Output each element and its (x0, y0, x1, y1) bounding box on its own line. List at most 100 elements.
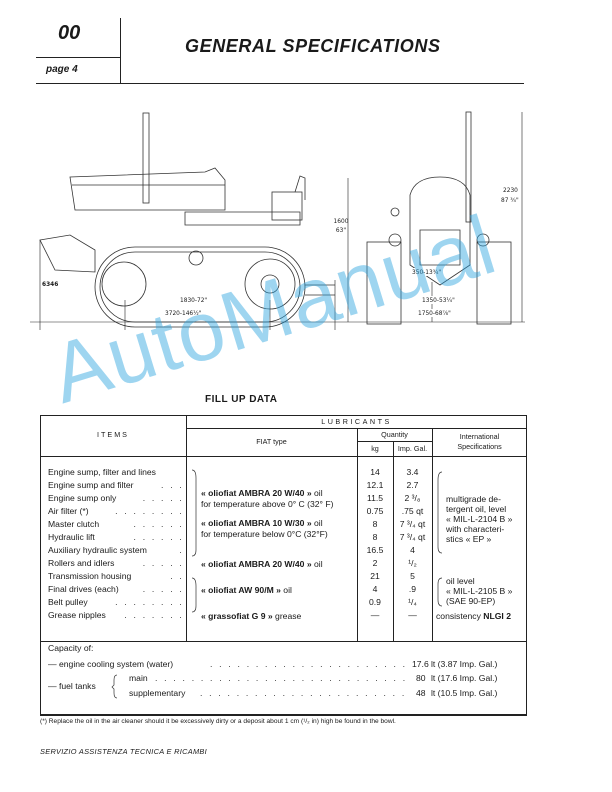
intl-spec-line: oil level (446, 576, 475, 586)
row-kg: 8 (372, 519, 378, 529)
header-kg: kg (371, 444, 379, 453)
row-kg: 14 (370, 467, 380, 477)
row-imp-gal: 7 ³/₄ qt (399, 532, 426, 542)
page-number: page 4 (46, 64, 78, 75)
divider (36, 83, 524, 84)
row-kg: 4 (372, 584, 378, 594)
fiat-type-note: for temperature below 0°C (32°F) (201, 529, 328, 539)
section-number: 00 (58, 22, 81, 44)
fiat-type-name: « oliofiat AMBRA 10 W/30 » (201, 518, 312, 528)
leader-dots: . . . (161, 480, 184, 490)
footnote: (*) Replace the oil in the air cleaner s… (40, 718, 396, 725)
divider (36, 57, 120, 58)
leader-dots: . . . . . . . . . . . . . . . . . . . . … (155, 673, 410, 683)
leader-dots: . . . . . . . . (115, 597, 184, 607)
row-imp-gal: ¹/₂ (408, 558, 417, 568)
row-imp-gal: 5 (410, 571, 415, 581)
intl-spec-grease: consistency NLGI 2 (436, 611, 511, 622)
fill-up-title: FILL UP DATA (205, 394, 278, 405)
row-divider (40, 641, 527, 642)
intl-spec-line: « MIL-L-2104 B » (446, 514, 513, 524)
dim-height-total: 2230 (503, 186, 518, 194)
row-imp-gal: .75 qt (401, 506, 424, 516)
leader-dots: . . . . . . (133, 532, 184, 542)
capacity-main-label: main (129, 673, 148, 683)
row-imp-gal: 2.7 (406, 480, 419, 490)
row-item-label: Auxiliary hydraulic system (48, 545, 147, 555)
fiat-type-name: « grassofiat G 9 » (201, 611, 273, 621)
capacity-main-unit: lt (17.6 Imp. Gal.) (431, 673, 498, 683)
fiat-type-suffix: oil (280, 585, 292, 595)
leader-dots: . . . . . . . (124, 610, 184, 620)
capacity-cooling-value: 17.6 (412, 659, 429, 669)
row-item-label: Grease nipples (48, 610, 106, 620)
capacity-supplementary-value: 48 (416, 688, 426, 698)
intl-spec-line: multigrade de- (446, 494, 501, 504)
capacity-fuel-label: — fuel tanks (48, 681, 96, 691)
header-imp-gal: Imp. Gal. (397, 444, 428, 453)
intl-spec-line: « MIL-L-2105 B » (446, 586, 513, 596)
footer-text: SERVIZIO ASSISTENZA TECNICA E RICAMBI (40, 747, 208, 756)
capacity-cooling-label: — engine cooling system (water) (48, 659, 174, 669)
row-kg: 0.9 (369, 597, 381, 607)
row-item-label: Hydraulic lift (48, 532, 95, 542)
header-fiat-type: FIAT type (256, 437, 287, 446)
fiat-type: « oliofiat AW 90/M » oil (201, 585, 292, 596)
row-item-label: Engine sump and filter (48, 480, 134, 490)
row-kg: 11.5 (366, 493, 384, 503)
tractor-front-view (366, 111, 512, 325)
intl-spec-line: tergent oil, level (446, 504, 507, 514)
dim-height-seat-in: 63" (335, 226, 347, 234)
row-divider (40, 456, 527, 457)
capacity-title: Capacity of: (48, 643, 94, 653)
dim-overall-width: 1750-68⅞" (418, 309, 451, 317)
row-kg: 8 (372, 532, 378, 542)
column-divider (393, 441, 394, 641)
intl-spec-value: NLGI 2 (483, 611, 511, 621)
row-item-label: Engine sump, filter and lines (48, 467, 156, 477)
fill-up-table (40, 415, 527, 716)
intl-spec-text: consistency (436, 611, 484, 621)
row-imp-gal: 7 ³/₄ qt (399, 519, 426, 529)
header-lubricants: LUBRICANTS (321, 417, 392, 426)
row-item-label: Rollers and idlers (48, 558, 115, 568)
row-kg: 12.1 (366, 480, 384, 490)
intl-spec-line: stics « EP » (446, 534, 492, 544)
fiat-type-suffix: grease (272, 611, 302, 621)
row-kg: — (370, 610, 380, 620)
fiat-type-name: « oliofiat AW 90/M » (201, 585, 281, 595)
fiat-type: « oliofiat AMBRA 10 W/30 » oil (201, 518, 323, 529)
leader-dots: . . . . . . (133, 519, 184, 529)
fiat-type-name: « oliofiat AMBRA 20 W/40 » (201, 488, 312, 498)
dim-overall-length: 3720-146½" (165, 309, 202, 317)
brace (111, 674, 118, 699)
intl-spec-line: (SAE 90-EP) (446, 596, 496, 606)
row-kg: 21 (370, 571, 380, 581)
row-kg: 2 (372, 558, 378, 568)
column-divider (357, 428, 358, 641)
dim-height-seat: 1600 (333, 217, 349, 225)
intl-spec-line: with characteri- (446, 524, 505, 534)
leader-dots: . . (170, 571, 184, 581)
fiat-type: « oliofiat AMBRA 20 W/40 » oil (201, 488, 323, 499)
leader-dots: . . . . . . . . . . . . . . . . . . . . … (200, 688, 410, 698)
capacity-supplementary-label: supplementary (129, 688, 186, 698)
fiat-type: « oliofiat AMBRA 20 W/40 » oil (201, 559, 323, 570)
dim-track-gauge: 1350-53¼" (422, 296, 455, 304)
column-divider (186, 415, 187, 641)
leader-dots: . . . . . (142, 493, 184, 503)
figure-number: 6346 (42, 280, 59, 288)
page-title: GENERAL SPECIFICATIONS (185, 36, 441, 56)
row-item-label: Air filter (*) (48, 506, 89, 516)
row-kg: 16.5 (366, 545, 384, 555)
brace (191, 577, 197, 613)
header-intl: Specifications (457, 442, 502, 451)
row-imp-gal: 4 (410, 545, 415, 555)
fiat-type-note: for temperature above 0° C (32° F) (201, 499, 334, 509)
row-item-label: Transmission housing (48, 571, 132, 581)
row-divider (186, 428, 527, 429)
capacity-supplementary-unit: lt (10.5 Imp. Gal.) (431, 688, 498, 698)
brace (437, 471, 443, 554)
